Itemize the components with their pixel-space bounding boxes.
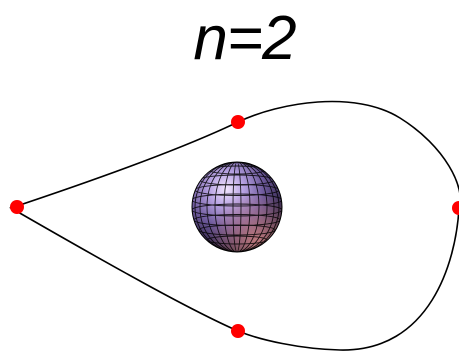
- orbit-marker-bottom: [231, 324, 245, 338]
- central-sphere: [191, 161, 283, 253]
- orbit-marker-top: [231, 115, 245, 129]
- orbit-marker-right: [452, 201, 459, 215]
- orbit-marker-left: [10, 200, 24, 214]
- title-label: n=2: [193, 4, 296, 73]
